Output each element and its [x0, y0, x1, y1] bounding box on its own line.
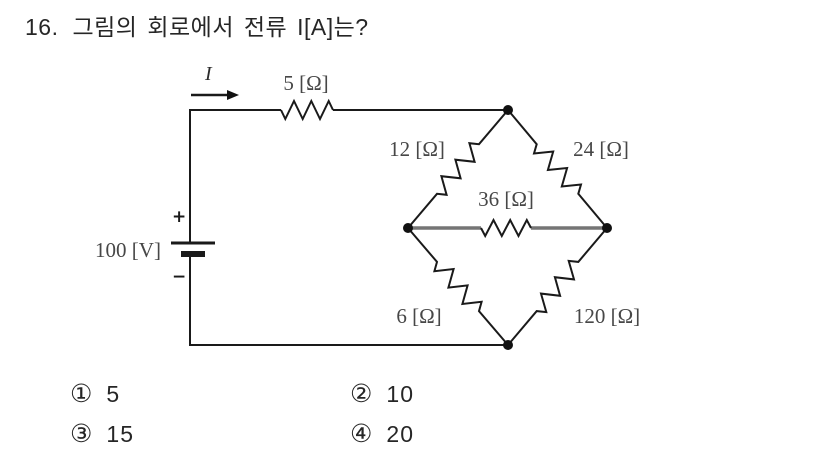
resistor-120ohm-symbol [507, 227, 608, 346]
label-resistor-6ohm: 6 [Ω] [396, 304, 441, 328]
label-resistor-12ohm: 12 [Ω] [389, 137, 445, 161]
choice-1-value: 5 [106, 381, 121, 407]
label-voltage-source: 100 [V] [95, 238, 161, 262]
battery-icon [171, 241, 215, 257]
label-resistor-24ohm: 24 [Ω] [573, 137, 629, 161]
question-number: 16. [25, 14, 59, 40]
label-resistor-5ohm: 5 [Ω] [283, 71, 328, 95]
resistor-5ohm-symbol [280, 98, 334, 122]
circuit-wires [189, 109, 508, 346]
choice-2[interactable]: ② 10 [350, 381, 414, 408]
question-title: 16. 그림의 회로에서 전류 I[A]는? [25, 8, 369, 42]
current-arrow-head [227, 90, 239, 100]
choice-2-value: 10 [386, 381, 415, 407]
resistor-24ohm-symbol [507, 109, 608, 229]
label-resistor-120ohm: 120 [Ω] [574, 304, 640, 328]
choice-4-marker: ④ [350, 420, 373, 448]
label-resistor-36ohm: 36 [Ω] [478, 187, 534, 211]
circuit-nodes [403, 105, 612, 350]
current-arrow-icon [191, 90, 239, 100]
choice-4[interactable]: ④ 20 [350, 421, 414, 448]
choice-1-marker: ① [70, 380, 93, 408]
choice-3[interactable]: ③ 15 [70, 421, 134, 448]
choice-3-value: 15 [106, 421, 135, 447]
node-right [602, 223, 612, 233]
node-bottom [503, 340, 513, 350]
battery-plus-sign: + [172, 207, 186, 227]
battery-minus-sign: − [172, 267, 186, 287]
node-left [403, 223, 413, 233]
choice-1[interactable]: ① 5 [70, 381, 120, 408]
choice-4-value: 20 [386, 421, 415, 447]
choice-2-marker: ② [350, 380, 373, 408]
current-label: I [204, 63, 213, 85]
choice-3-marker: ③ [70, 420, 93, 448]
resistor-36ohm-symbol [480, 217, 532, 239]
node-top [503, 105, 513, 115]
resistor-6ohm-symbol [407, 227, 509, 346]
question-text: 그림의 회로에서 전류 I[A]는? [72, 14, 369, 40]
resistor-12ohm-symbol [407, 109, 509, 229]
